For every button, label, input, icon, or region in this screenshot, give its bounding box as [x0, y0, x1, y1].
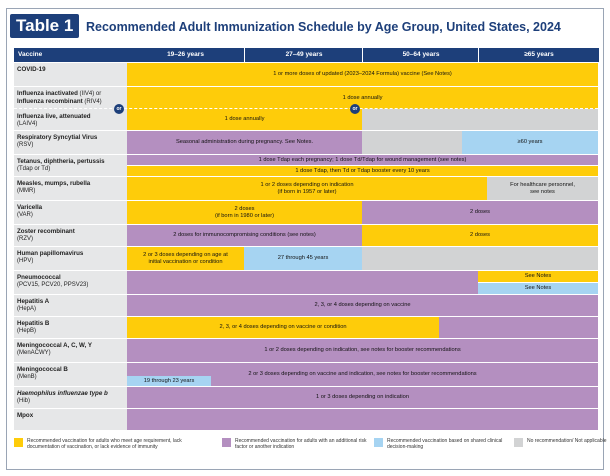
mpox-bar	[127, 409, 598, 430]
row-influenza: Influenza inactivated (IIV4) or Influenz…	[14, 86, 598, 130]
zoster-risk-bar: 2 doses for immunocompromising condition…	[127, 225, 362, 246]
covid-bar: 1 or more doses of updated (2023–2024 Fo…	[127, 63, 598, 86]
hpv-shared-bar: 27 through 45 years	[244, 247, 362, 270]
rsv-pregnancy-bar: Seasonal administration during pregnancy…	[127, 131, 362, 154]
row-tdap: Tetanus, diphtheria, pertussis(Tdap or T…	[14, 154, 598, 176]
page-title: Recommended Adult Immunization Schedule …	[86, 20, 561, 34]
legend-blue: Recommended vaccination based on shared …	[374, 438, 517, 450]
pneumo-65-bar: See Notes	[478, 271, 598, 282]
flu-inactivated-bar: 1 dose annually	[127, 87, 598, 109]
vaccine-label: Pneumococcal(PCV15, PCV20, PPSV23)	[14, 271, 127, 294]
varicella-risk-bar: 2 doses	[362, 201, 598, 224]
legend-swatch	[374, 438, 383, 447]
vaccine-label: Hepatitis A(HepA)	[14, 295, 127, 316]
row-menacwy: Meningococcal A, C, W, Y(MenACWY) 1 or 2…	[14, 338, 598, 362]
legend-purple: Recommended vaccination for adults with …	[222, 438, 375, 450]
varicella-bar: 2 doses(if born in 1980 or later)	[127, 201, 362, 224]
legend-swatch	[514, 438, 523, 447]
vaccine-label: Tetanus, diphtheria, pertussis(Tdap or T…	[14, 155, 127, 176]
row-rsv: Respiratory Syncytial Virus(RSV) Seasona…	[14, 130, 598, 154]
or-badge: or	[350, 104, 360, 114]
vaccine-label: Mpox	[14, 409, 127, 430]
vaccine-label: Measles, mumps, rubella(MMR)	[14, 177, 127, 200]
row-hepa: Hepatitis A(HepA) 2, 3, or 4 doses depen…	[14, 294, 598, 316]
rsv-na	[362, 131, 462, 154]
row-mmr: Measles, mumps, rubella(MMR) 1 or 2 dose…	[14, 176, 598, 200]
header-vaccine: Vaccine	[14, 48, 127, 62]
vaccine-label: Zoster recombinant(RZV)	[14, 225, 127, 246]
hpv-na	[362, 247, 598, 270]
vaccine-label: Varicella(VAR)	[14, 201, 127, 224]
table-badge: Table 1	[10, 14, 80, 38]
mmr-hcp-bar: For healthcare personnel,see notes	[487, 177, 598, 200]
row-pneumococcal: Pneumococcal(PCV15, PCV20, PPSV23) See N…	[14, 270, 598, 294]
title-bar: Table 1 Recommended Adult Immunization S…	[10, 12, 600, 42]
zoster-bar: 2 doses	[362, 225, 598, 246]
header-age-50-64: 50–64 years	[362, 48, 479, 62]
pneumo-risk-bar	[127, 271, 478, 294]
pneumo-shared-bar: See Notes	[478, 283, 598, 294]
vaccine-label: Haemophilus influenzae type b(Hib)	[14, 387, 127, 408]
legend-swatch	[14, 438, 23, 447]
row-zoster: Zoster recombinant(RZV) 2 doses for immu…	[14, 224, 598, 246]
menacwy-bar: 1 or 2 doses depending on indication, se…	[127, 339, 598, 362]
tdap-pregnancy-bar: 1 dose Tdap each pregnancy; 1 dose Td/Td…	[127, 155, 598, 165]
row-covid: COVID-19 1 or more doses of updated (202…	[14, 62, 598, 86]
hepa-bar: 2, 3, or 4 doses depending on vaccine	[127, 295, 598, 316]
vaccine-label: Respiratory Syncytial Virus(RSV)	[14, 131, 127, 154]
legend-yellow: Recommended vaccination for adults who m…	[14, 438, 197, 450]
row-hepb: Hepatitis B(HepB) 2, 3, or 4 doses depen…	[14, 316, 598, 338]
vaccine-label: Meningococcal A, C, W, Y(MenACWY)	[14, 339, 127, 362]
vaccine-label: Human papillomavirus(HPV)	[14, 247, 127, 270]
row-varicella: Varicella(VAR) 2 doses(if born in 1980 o…	[14, 200, 598, 224]
flu-live-na	[362, 109, 598, 130]
or-badge: or	[114, 104, 124, 114]
row-hib: Haemophilus influenzae type b(Hib) 1 or …	[14, 386, 598, 408]
vaccine-label: Meningococcal B(MenB)	[14, 363, 127, 386]
row-mpox: Mpox	[14, 408, 598, 430]
tdap-booster-bar: 1 dose Tdap, then Td or Tdap booster eve…	[127, 166, 598, 176]
flu-live-bar: 1 dose annually	[127, 109, 362, 130]
menb-bar: 2 or 3 doses depending on vaccine and in…	[127, 363, 598, 386]
header-age-65: ≥65 years	[478, 48, 599, 62]
menb-shared-bar: 19 through 23 years	[127, 376, 211, 386]
header-age-27-49: 27–49 years	[244, 48, 363, 62]
legend-gray: No recommendation/ Not applicable	[514, 438, 607, 447]
rsv-60-bar: ≥60 years	[462, 131, 598, 154]
legend: Recommended vaccination for adults who m…	[14, 434, 607, 464]
vaccine-label: COVID-19	[14, 63, 127, 86]
row-hpv: Human papillomavirus(HPV) 2 or 3 doses d…	[14, 246, 598, 270]
hepb-bar: 2, 3, or 4 doses depending on vaccine or…	[127, 317, 439, 338]
header-age-19-26: 19–26 years	[127, 48, 244, 62]
mmr-bar: 1 or 2 doses depending on indication(if …	[127, 177, 487, 200]
vaccine-label: Hepatitis B(HepB)	[14, 317, 127, 338]
hib-bar: 1 or 3 doses depending on indication	[127, 387, 598, 408]
row-menb: Meningococcal B(MenB) 2 or 3 doses depen…	[14, 362, 598, 386]
legend-swatch	[222, 438, 231, 447]
hepb-risk-bar	[439, 317, 598, 338]
divider	[14, 108, 598, 109]
